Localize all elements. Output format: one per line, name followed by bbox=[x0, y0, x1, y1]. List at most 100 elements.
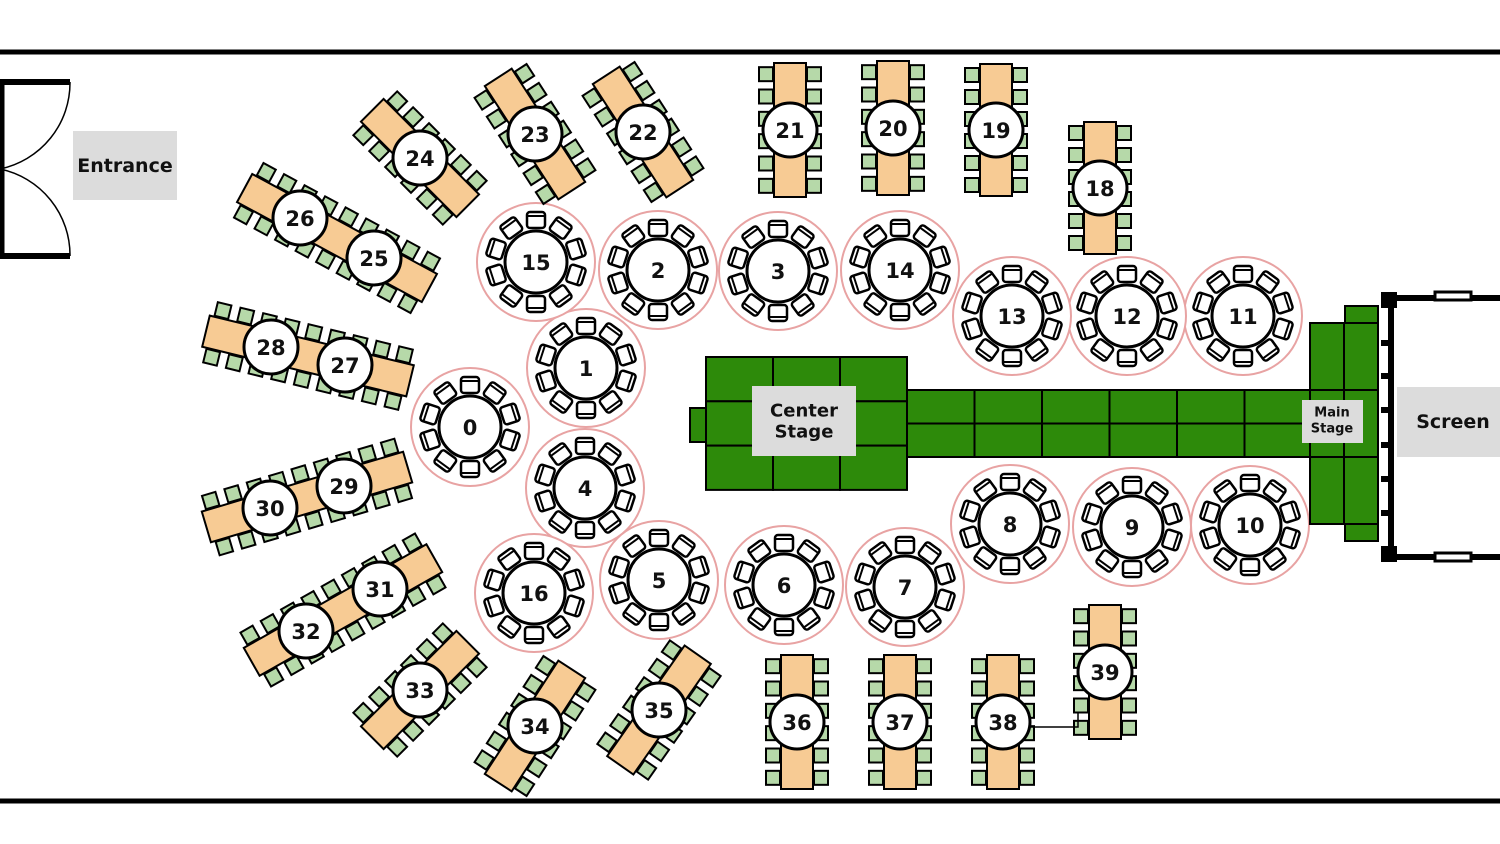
chair-icon bbox=[1239, 473, 1261, 493]
round-table-16[interactable]: 16 bbox=[474, 533, 594, 653]
runway-panel bbox=[1108, 389, 1178, 425]
chair-icon bbox=[574, 157, 597, 180]
chair-icon bbox=[1206, 270, 1231, 294]
chair-icon bbox=[934, 588, 956, 612]
round-table-7[interactable]: 7 bbox=[845, 527, 965, 647]
rect-table-21[interactable]: 21 bbox=[758, 62, 822, 198]
chair-icon bbox=[959, 525, 981, 549]
rect-table-34[interactable]: 34 bbox=[472, 653, 598, 800]
chair-icon bbox=[497, 615, 522, 639]
round-table-2[interactable]: 2 bbox=[598, 210, 718, 330]
round-table-14[interactable]: 14 bbox=[840, 210, 960, 330]
chair-icon bbox=[1279, 500, 1301, 524]
chair-icon bbox=[806, 66, 822, 83]
chair-icon bbox=[314, 248, 337, 270]
chair-icon bbox=[499, 402, 521, 426]
chair-icon bbox=[534, 463, 556, 487]
rect-table-36[interactable]: 36 bbox=[765, 654, 829, 790]
chair-icon bbox=[548, 510, 573, 534]
rect-table-18[interactable]: 18 bbox=[1068, 121, 1132, 255]
round-table-12[interactable]: 12 bbox=[1067, 256, 1187, 376]
chair-icon bbox=[343, 619, 366, 642]
chair-icon bbox=[562, 138, 585, 161]
rect-table-37[interactable]: 37 bbox=[868, 654, 932, 790]
round-table-4[interactable]: 4 bbox=[525, 428, 645, 548]
chair-icon bbox=[964, 67, 980, 83]
table-number: 3 bbox=[771, 260, 786, 284]
chair-icon bbox=[758, 66, 774, 83]
chair-icon bbox=[971, 769, 987, 786]
chair-icon bbox=[688, 555, 710, 579]
table-number: 27 bbox=[330, 354, 359, 378]
chair-icon bbox=[595, 731, 619, 754]
round-table-6[interactable]: 6 bbox=[724, 525, 844, 645]
round-table-11[interactable]: 11 bbox=[1183, 256, 1303, 376]
chair-icon bbox=[790, 225, 815, 249]
table-number: 19 bbox=[981, 119, 1010, 143]
rect-table-38[interactable]: 38 bbox=[971, 654, 1035, 790]
table-number: 36 bbox=[782, 711, 811, 735]
connector-line bbox=[1030, 712, 1079, 728]
chair-icon bbox=[964, 177, 980, 193]
round-table-5[interactable]: 5 bbox=[599, 520, 719, 640]
chair-icon bbox=[813, 769, 829, 786]
chair-icon bbox=[964, 89, 980, 105]
chair-icon bbox=[971, 658, 987, 675]
rect-table-19[interactable]: 19 bbox=[964, 63, 1028, 197]
chair-icon bbox=[419, 402, 441, 426]
chair-icon bbox=[1139, 338, 1164, 362]
chair-icon bbox=[973, 478, 998, 502]
chair-icon bbox=[868, 609, 893, 633]
rect-table-24[interactable]: 24 bbox=[350, 88, 489, 227]
chair-icon bbox=[548, 442, 573, 466]
center-stage-text-2: Stage bbox=[775, 422, 834, 443]
chair-icon bbox=[565, 263, 587, 287]
round-table-1[interactable]: 1 bbox=[526, 308, 646, 428]
chair-icon bbox=[671, 602, 696, 626]
table-number: 25 bbox=[359, 247, 388, 271]
chair-icon bbox=[581, 86, 604, 109]
rect-table-35[interactable]: 35 bbox=[595, 637, 723, 783]
chair-icon bbox=[1019, 658, 1035, 675]
rect-table-20[interactable]: 20 bbox=[861, 60, 925, 196]
entrance-door[interactable] bbox=[0, 79, 71, 259]
runway-panel bbox=[1243, 389, 1313, 425]
chair-icon bbox=[1262, 479, 1287, 503]
rect-table-22[interactable]: 22 bbox=[580, 59, 706, 206]
chair-icon bbox=[1199, 526, 1221, 550]
chair-icon bbox=[868, 541, 893, 565]
chair-icon bbox=[574, 680, 597, 703]
table-number: 8 bbox=[1003, 513, 1018, 537]
round-table-9[interactable]: 9 bbox=[1072, 467, 1192, 587]
chair-icon bbox=[614, 489, 636, 513]
round-table-15[interactable]: 15 bbox=[476, 202, 596, 322]
chair-icon bbox=[682, 155, 705, 178]
table-number: 33 bbox=[405, 679, 434, 703]
rect-table-33[interactable]: 33 bbox=[350, 620, 489, 759]
round-table-0[interactable]: 0 bbox=[410, 367, 530, 487]
chair-icon bbox=[499, 216, 524, 240]
rect-table-39[interactable]: 39 bbox=[1073, 604, 1137, 740]
chair-icon bbox=[1199, 500, 1221, 524]
round-table-10[interactable]: 10 bbox=[1190, 465, 1310, 585]
round-table-3[interactable]: 3 bbox=[718, 211, 838, 331]
table-number: 34 bbox=[520, 715, 549, 739]
round-table-13[interactable]: 13 bbox=[952, 256, 1072, 376]
chair-icon bbox=[796, 539, 821, 563]
rect-table-23[interactable]: 23 bbox=[472, 61, 598, 208]
main-stage-panel bbox=[1309, 322, 1345, 391]
chair-icon bbox=[1090, 270, 1115, 294]
chair-icon bbox=[1279, 526, 1301, 550]
round-table-8[interactable]: 8 bbox=[950, 464, 1070, 584]
chair-icon bbox=[807, 272, 829, 296]
main-stage-step bbox=[1344, 305, 1379, 324]
chair-icon bbox=[565, 237, 587, 261]
chair-icon bbox=[917, 541, 942, 565]
chair-icon bbox=[1081, 502, 1103, 526]
chair-icon bbox=[758, 177, 774, 194]
chair-icon bbox=[934, 562, 956, 586]
